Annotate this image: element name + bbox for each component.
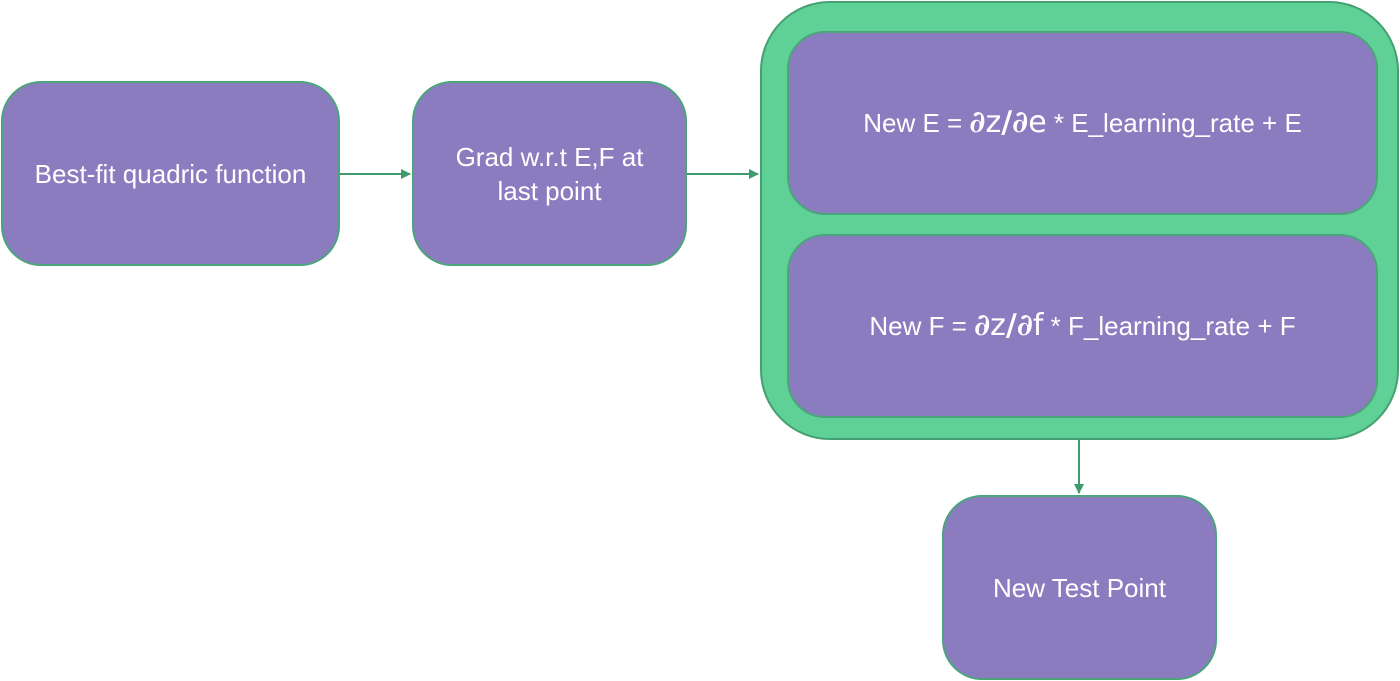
update-e-slash: /	[1001, 105, 1013, 140]
new-test-point-label: New Test Point	[993, 572, 1166, 603]
update-f-var: f	[1032, 308, 1044, 343]
update-f-var-z: z	[990, 308, 1006, 343]
update-f-node: New F = ∂z/∂f * F_learning_rate + F	[787, 234, 1378, 418]
partial-symbol: ∂	[969, 105, 986, 140]
update-f-equation: New F = ∂z/∂f * F_learning_rate + F	[869, 309, 1295, 343]
new-test-point-node: New Test Point	[942, 495, 1217, 680]
update-e-node: New E = ∂z/∂e * E_learning_rate + E	[787, 31, 1378, 215]
update-e-var-z: z	[985, 105, 1002, 140]
gradient-node: Grad w.r.t E,F at last point	[412, 81, 687, 266]
update-e-equation: New E = ∂z/∂e * E_learning_rate + E	[863, 106, 1302, 140]
partial-symbol: ∂	[1016, 308, 1033, 343]
update-e-suffix: * E_learning_rate + E	[1046, 108, 1302, 138]
best-fit-label: Best-fit quadric function	[34, 158, 307, 189]
update-e-prefix: New E =	[863, 108, 970, 138]
partial-symbol: ∂	[974, 308, 991, 343]
update-e-var: e	[1028, 105, 1047, 140]
update-f-slash: /	[1005, 308, 1017, 343]
update-f-suffix: * F_learning_rate + F	[1043, 311, 1296, 341]
gradient-label: Grad w.r.t E,F at last point	[455, 141, 644, 206]
partial-symbol: ∂	[1012, 105, 1029, 140]
best-fit-node: Best-fit quadric function	[1, 81, 340, 266]
update-f-prefix: New F =	[869, 311, 975, 341]
